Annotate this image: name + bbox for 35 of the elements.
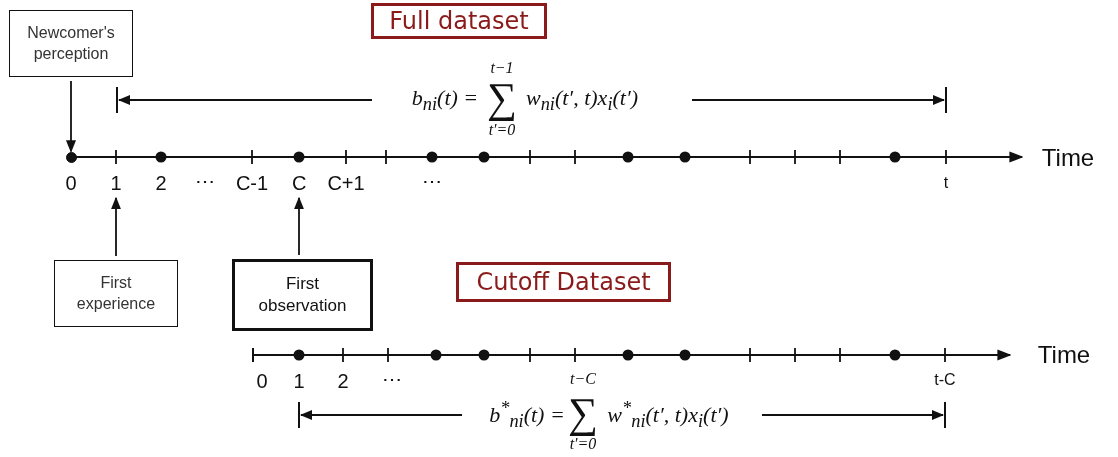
dataset-title-box: Cutoff Dataset	[456, 262, 671, 302]
note-box: Newcomer's perception	[9, 10, 133, 77]
tick-label: 1	[293, 369, 305, 393]
arrow	[110, 196, 122, 257]
formula: b$^{*}$$_{ni}$(t) =	[489, 397, 565, 433]
sum-upper-limit: t−C	[570, 370, 596, 388]
sum-lower-limit: t′=0	[569, 435, 597, 453]
sum-symbol: ∑	[487, 74, 517, 122]
note-box: First observation	[232, 259, 373, 331]
sum-symbol: ∑	[568, 389, 598, 437]
ellipsis: ⋯	[195, 169, 215, 193]
tick-label: 1	[108, 172, 124, 194]
tick-label: 2	[337, 369, 349, 393]
ellipsis: ⋯	[422, 169, 442, 193]
sum-lower-limit: t′=0	[488, 121, 516, 139]
formula: b$_{ni}$(t) =	[411, 84, 479, 116]
dataset-title-box: Full dataset	[371, 3, 547, 39]
axis-title: Time	[1041, 144, 1095, 172]
arrow	[65, 80, 77, 153]
formula: w$_{ni}$(t′, t)x$_{i}$(t′)	[525, 84, 639, 116]
tick-label: 0	[65, 171, 77, 195]
formula: w$^{*}$$_{ni}$(t′, t)x$_{i}$(t′)	[607, 397, 729, 433]
axis-title: Time	[1037, 341, 1091, 369]
tick-label: C+1	[327, 171, 365, 195]
tick-label: C-1	[235, 171, 269, 195]
data-point-dot	[65, 151, 77, 163]
tick-label: t	[943, 174, 949, 192]
tick-label: 0	[256, 369, 268, 393]
arrow	[293, 196, 305, 256]
ellipsis: ⋯	[382, 367, 402, 391]
sum-upper-limit: t−1	[490, 59, 514, 77]
tick-label: 2	[155, 171, 167, 195]
note-box: First experience	[54, 260, 178, 327]
tick-label: t-C	[934, 371, 956, 389]
tick-label: C	[290, 172, 308, 194]
